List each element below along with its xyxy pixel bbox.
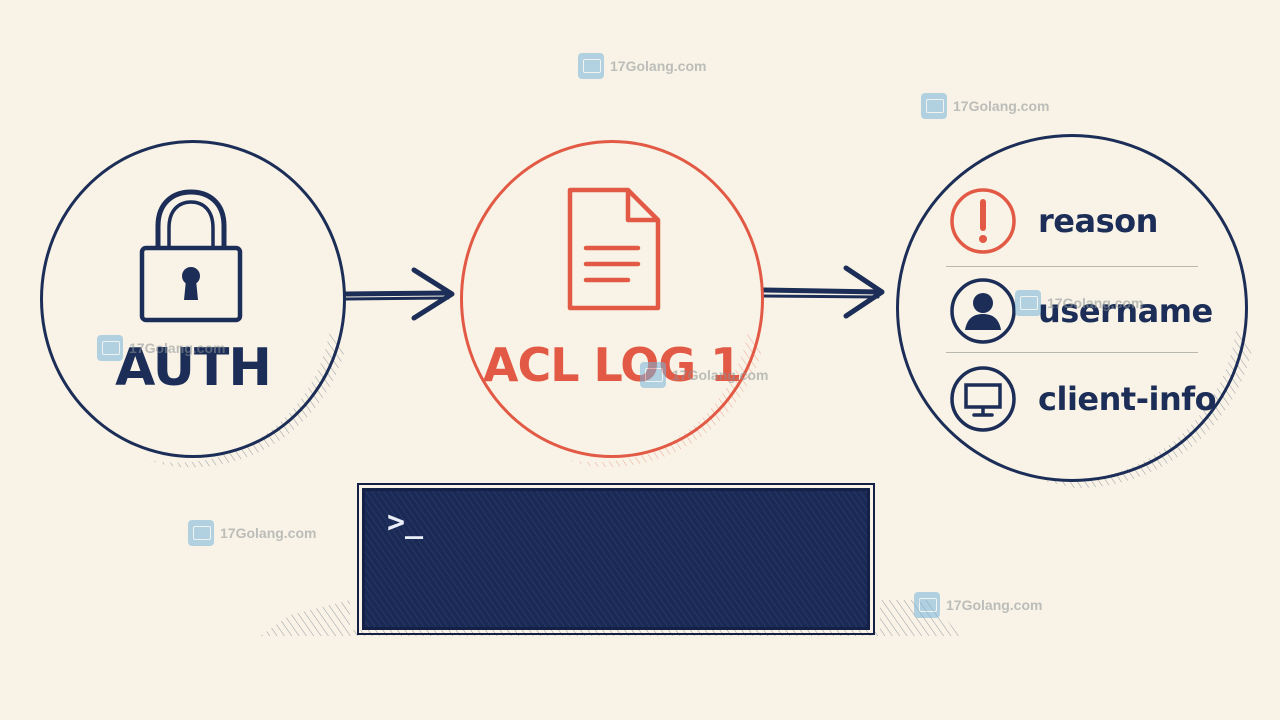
watermark-text: 17Golang.com xyxy=(1047,294,1144,311)
terminal-shadow xyxy=(260,600,960,636)
terminal-prompt: >_ xyxy=(387,505,424,540)
field-reason-label: reason xyxy=(1038,202,1158,240)
monitor-icon xyxy=(950,366,1016,432)
terminal-texture xyxy=(365,491,867,627)
acl-log-node xyxy=(460,140,764,458)
exclamation-icon xyxy=(950,188,1016,254)
arrow-acl-to-fields xyxy=(761,265,885,319)
watermark-logo-icon xyxy=(640,362,666,388)
watermark: 17Golang.com xyxy=(914,592,1042,618)
field-username-label: username xyxy=(1038,292,1213,330)
lock-icon xyxy=(139,189,243,323)
watermark-text: 17Golang.com xyxy=(610,57,707,74)
field-client-info: client-info xyxy=(948,364,1228,434)
field-reason: reason xyxy=(948,186,1228,256)
arrow-auth-to-acl xyxy=(343,267,455,321)
watermark: 17Golang.com xyxy=(578,53,706,79)
terminal-window: >_ xyxy=(357,483,875,635)
auth-node xyxy=(40,140,346,458)
document-icon xyxy=(567,187,661,311)
auth-label: AUTH xyxy=(115,338,272,398)
watermark-logo-icon xyxy=(914,592,940,618)
field-divider xyxy=(946,266,1198,267)
watermark-text: 17Golang.com xyxy=(220,524,317,541)
field-client-info-label: client-info xyxy=(1038,380,1217,418)
user-icon xyxy=(950,278,1016,344)
watermark: 17Golang.com xyxy=(921,93,1049,119)
watermark: 17Golang.com xyxy=(97,335,225,361)
watermark: 17Golang.com xyxy=(640,362,768,388)
field-divider xyxy=(946,352,1198,353)
watermark-text: 17Golang.com xyxy=(946,596,1043,613)
watermark-text: 17Golang.com xyxy=(129,339,226,356)
watermark-logo-icon xyxy=(97,335,123,361)
watermark-text: 17Golang.com xyxy=(672,366,769,383)
watermark-logo-icon xyxy=(578,53,604,79)
watermark-logo-icon xyxy=(1015,290,1041,316)
watermark-logo-icon xyxy=(921,93,947,119)
watermark-text: 17Golang.com xyxy=(953,97,1050,114)
acl-log-label: ACL LOG 1 xyxy=(482,338,742,392)
watermark: 17Golang.com xyxy=(188,520,316,546)
watermark: 17Golang.com xyxy=(1015,290,1143,316)
watermark-logo-icon xyxy=(188,520,214,546)
field-username: username xyxy=(948,276,1228,346)
log-fields-node xyxy=(896,134,1248,482)
